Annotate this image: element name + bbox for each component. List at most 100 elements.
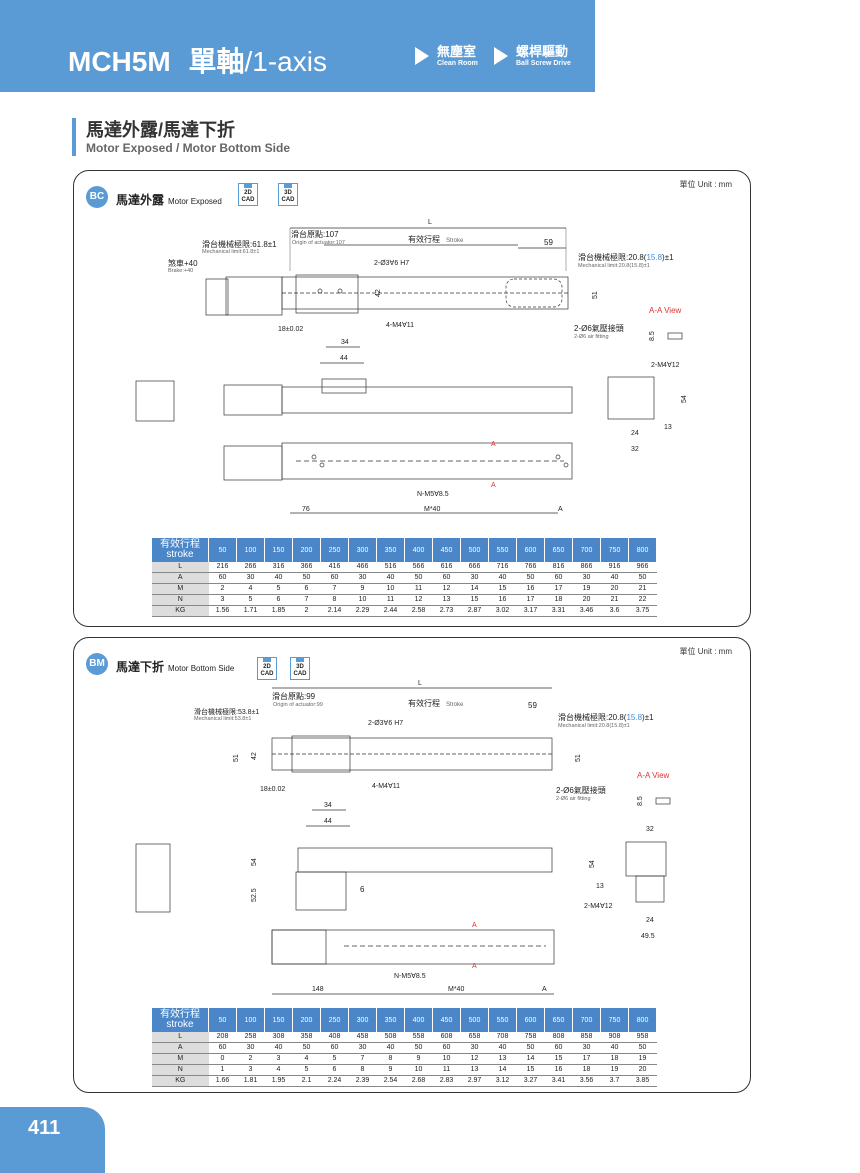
spec-cell: 30 <box>572 1042 601 1054</box>
spec-cell: 8 <box>376 1053 405 1065</box>
spec-cell: 1.85 <box>264 605 293 617</box>
dim-42: 42 <box>251 752 258 760</box>
spec-stroke-header: 150 <box>264 538 293 562</box>
cad-3d-button[interactable]: 3D CAD <box>278 183 298 206</box>
spec-cell: 3.17 <box>516 605 545 617</box>
section-accent-bar <box>72 118 76 156</box>
spec-cell: 5 <box>320 1053 349 1065</box>
motor-down <box>295 871 347 911</box>
spec-cell: 17 <box>516 594 545 606</box>
spec-stroke-header: 400 <box>404 538 433 562</box>
spec-stroke-header: 450 <box>432 1008 461 1032</box>
badge-bc: BC <box>86 186 108 208</box>
spec-cell: 40 <box>488 1042 517 1054</box>
dim-18: 18±0.02 <box>278 326 303 333</box>
spec-cell: 19 <box>572 583 601 595</box>
section-subtitle: Motor Exposed / Motor Bottom Side <box>86 141 290 155</box>
spec-cell: 0 <box>208 1053 237 1065</box>
spec-cell: 3 <box>208 594 237 606</box>
spec-cell: 10 <box>432 1053 461 1065</box>
m4-12-label: 2-M4∀12 <box>584 902 613 910</box>
spec-cell: 6 <box>292 583 321 595</box>
spec-cell: 15 <box>488 583 517 595</box>
spec-cell: 30 <box>460 1042 489 1054</box>
spec-cell: 1.71 <box>236 605 265 617</box>
spec-cell: 858 <box>572 1032 601 1043</box>
mech-limit-left-en: Mechanical limit:61.8±1 <box>202 249 259 255</box>
spec-stroke-header: 800 <box>628 1008 657 1032</box>
spec-cell: 3.41 <box>544 1075 573 1087</box>
spec-cell: 11 <box>432 1064 461 1076</box>
spec-cell: 1 <box>208 1064 237 1076</box>
stroke-label: 有效行程 <box>408 234 440 244</box>
spec-stroke-header: 300 <box>348 538 377 562</box>
spec-row-label: M <box>152 1053 209 1065</box>
spec-cell: 12 <box>432 583 461 595</box>
spec-cell: 19 <box>600 1064 629 1076</box>
spec-cell: 566 <box>404 562 433 573</box>
spec-cell: 16 <box>516 583 545 595</box>
dim-L: L <box>418 680 422 687</box>
spec-cell: 12 <box>404 594 433 606</box>
model-title: MCH5M 單軸/1-axis <box>68 40 327 80</box>
end-view-left <box>135 843 171 913</box>
title-en: Motor Bottom Side <box>168 664 235 673</box>
spec-stroke-header: 100 <box>236 1008 265 1032</box>
mech-limit-right-en: Mechanical limit:20.8(15.8)±1 <box>578 263 650 269</box>
dim-44: 44 <box>340 355 348 362</box>
spec-cell: 13 <box>488 1053 517 1065</box>
spec-cell: 14 <box>516 1053 545 1065</box>
dim-59: 59 <box>528 701 537 710</box>
dim-A: A <box>558 506 563 513</box>
spec-cell: 2.14 <box>320 605 349 617</box>
origin-label: 滑台原點:107 <box>291 229 339 239</box>
spec-cell: 3.75 <box>628 605 657 617</box>
cad-3d-button[interactable]: 3D CAD <box>290 657 310 680</box>
spec-cell: 216 <box>208 562 237 573</box>
stroke-label-en: Stroke <box>446 702 464 708</box>
dim-51-left: 51 <box>233 754 240 762</box>
spec-cell: 10 <box>348 594 377 606</box>
spec-cell: 8 <box>348 1064 377 1076</box>
spec-cell: 1.66 <box>208 1075 237 1087</box>
section-title: 馬達外露/馬達下折 <box>86 120 236 140</box>
origin-label-en: Origin of actuator:99 <box>273 702 323 708</box>
cad-2d-button[interactable]: 2D CAD <box>238 183 258 206</box>
spec-cell: 60 <box>432 1042 461 1054</box>
spec-row-label: L <box>152 562 209 573</box>
spec-cell: 3.56 <box>572 1075 601 1087</box>
spec-cell: 17 <box>544 583 573 595</box>
air-fitting-label: 2-Ø6氣壓接頭 <box>574 323 624 333</box>
spec-stroke-header: 100 <box>236 538 265 562</box>
dim-148: 148 <box>312 986 324 993</box>
spec-cell: 30 <box>348 1042 377 1054</box>
title-zh: 馬達外露 <box>116 193 165 207</box>
arrow-right-icon <box>494 47 508 65</box>
spec-cell: 2.39 <box>348 1075 377 1087</box>
cad-2d-button[interactable]: 2D CAD <box>257 657 277 680</box>
spec-cell: 60 <box>544 1042 573 1054</box>
spec-cell: 6 <box>264 594 293 606</box>
dim-54-right: 54 <box>589 860 596 868</box>
spec-cell: 60 <box>208 1042 237 1054</box>
spec-cell: 40 <box>264 1042 293 1054</box>
dim-54: 54 <box>251 858 258 866</box>
unit-label: 單位 Unit : mm <box>679 647 732 656</box>
spec-cell: 816 <box>544 562 573 573</box>
spec-cell: 40 <box>488 572 517 584</box>
spec-cell: 3 <box>264 1053 293 1065</box>
spec-cell: 60 <box>432 572 461 584</box>
axis-en: /1-axis <box>244 46 327 77</box>
spec-cell: 866 <box>572 562 601 573</box>
tag-zh: 無塵室 <box>437 44 477 59</box>
model-name: MCH5M <box>68 46 171 77</box>
spec-row-label: N <box>152 594 209 606</box>
motor-front <box>223 384 283 416</box>
spec-stroke-header: 350 <box>376 1008 405 1032</box>
air-fitting-label-en: 2-Ø6 air fitting <box>574 334 609 340</box>
